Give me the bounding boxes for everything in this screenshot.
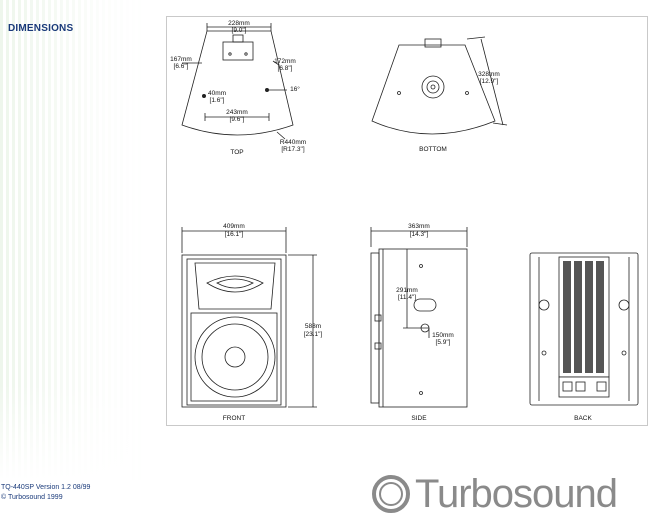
front-width-in: [16.1"]	[225, 231, 244, 238]
top-radius-in: [R17.3"]	[281, 146, 304, 153]
footer: TQ-440SP Version 1.2 08/99 © Turbosound …	[1, 483, 90, 503]
bottom-view	[371, 36, 508, 135]
front-height-in: [23.1"]	[304, 331, 323, 338]
side-mount-mm: 150mm	[432, 332, 454, 339]
brand-name: Turbosound	[415, 472, 618, 516]
top-view	[181, 23, 294, 140]
stripe-fade	[0, 0, 130, 480]
top-radius-mm: R440mm	[280, 139, 306, 146]
front-height-mm: 588m	[305, 323, 321, 330]
side-handle-in: [11.4"]	[398, 294, 416, 301]
back-view-label: BACK	[574, 415, 592, 422]
top-right-side-mm: 172mm	[274, 58, 296, 65]
top-width-bottom-in: [9.6"]	[230, 116, 245, 123]
top-angle: 16°	[290, 85, 300, 93]
top-view-label: TOP	[230, 149, 243, 156]
side-depth-in: [14.3"]	[410, 231, 429, 238]
bottom-depth-in: [12.9"]	[480, 78, 499, 85]
bottom-view-label: BOTTOM	[419, 146, 447, 153]
side-view-label: SIDE	[411, 415, 427, 422]
side-handle-mm: 291mm	[396, 287, 418, 294]
side-mount-in: [5.9"]	[436, 339, 451, 346]
back-view	[529, 252, 639, 406]
top-left-side-in: [6.6"]	[174, 63, 189, 70]
side-depth-mm: 363mm	[408, 223, 430, 230]
top-width-bottom-mm: 243mm	[226, 109, 248, 116]
front-width-mm: 409mm	[223, 223, 245, 230]
top-left-side-mm: 167mm	[170, 56, 192, 63]
turbosound-ring-icon	[372, 475, 410, 513]
copyright-line: © Turbosound 1999	[1, 494, 63, 501]
version-line: TQ-440SP Version 1.2 08/99	[1, 484, 91, 491]
bottom-depth-mm: 328mm	[478, 71, 500, 78]
drawing-frame: 228mm [9.0"] 167mm [6.6"] 172mm [6.8"] 4…	[166, 16, 648, 426]
section-title: DIMENSIONS	[8, 23, 74, 34]
technical-drawing: 228mm [9.0"] 167mm [6.6"] 172mm [6.8"] 4…	[170, 20, 639, 422]
front-view	[181, 227, 317, 408]
top-hole-mm: 40mm	[208, 90, 226, 97]
side-view	[370, 227, 468, 408]
brand-logo: Turbosound	[371, 472, 618, 516]
top-hole-in: [1.6"]	[210, 97, 225, 104]
front-view-label: FRONT	[223, 415, 245, 422]
top-right-side-in: [6.8"]	[278, 65, 293, 72]
top-width-top-in: [9.0"]	[232, 27, 247, 34]
top-width-top-mm: 228mm	[228, 20, 250, 27]
